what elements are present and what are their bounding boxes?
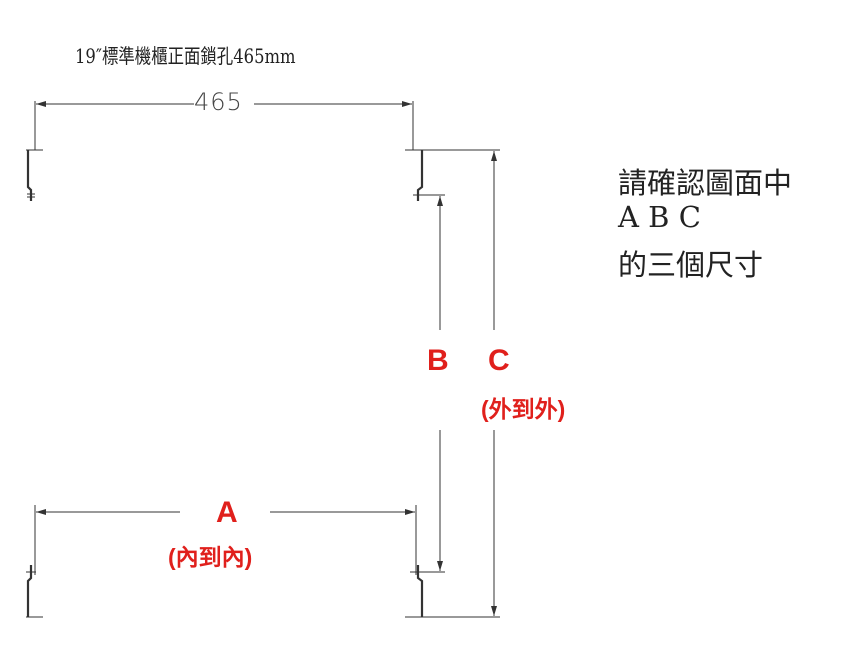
label-c: C: [488, 344, 510, 377]
bracket-bottom-left: [26, 505, 43, 618]
bracket-bottom-right: [405, 505, 500, 618]
note-line-1: 請確認圖面中: [618, 166, 793, 200]
label-b: B: [427, 344, 449, 377]
label-a-sub: (內到內): [168, 544, 253, 570]
bracket-top-left: [26, 149, 43, 201]
bracket-top-right: [405, 149, 500, 201]
dimension-465-line: [34, 101, 414, 150]
dimension-465-label: 465: [194, 88, 243, 116]
note-line-2: A B C: [618, 200, 701, 234]
diagram-title: 19″標準機櫃正面鎖孔465mm: [75, 44, 296, 68]
note-line-3: 的三個尺寸: [618, 248, 764, 282]
label-c-sub: (外到外): [481, 396, 566, 422]
label-a: A: [216, 496, 238, 529]
